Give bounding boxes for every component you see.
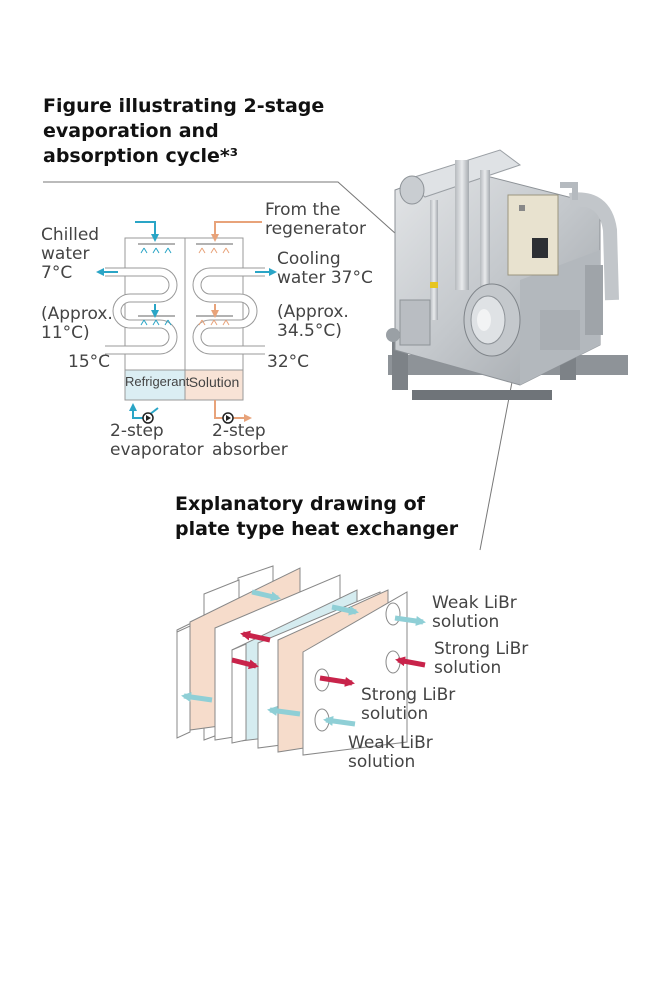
weak-libr-in-label: Weak LiBr solution bbox=[348, 734, 433, 772]
strong-libr-in-line-2: solution bbox=[434, 658, 502, 678]
absorber-line-2: absorber bbox=[212, 440, 288, 460]
evaporator-line-2: evaporator bbox=[110, 440, 204, 460]
strong-libr-out-line-1: Strong LiBr bbox=[361, 685, 456, 705]
exchanger-flow-arrows bbox=[181, 589, 426, 727]
chilled-approx-label: (Approx. 11°C) bbox=[41, 305, 113, 343]
chilled-approx-line-1: (Approx. bbox=[41, 304, 113, 324]
weak-libr-out-label: Weak LiBr solution bbox=[432, 594, 517, 632]
absorber-label: 2-step absorber bbox=[212, 422, 288, 460]
cycle-title-line-3: absorption cycle*³ bbox=[43, 145, 239, 167]
weak-libr-out-line-2: solution bbox=[432, 612, 500, 632]
chilled-water-line-1: Chilled bbox=[41, 225, 100, 245]
regenerator-label: From the regenerator bbox=[265, 201, 366, 239]
absorption-chiller-illustration bbox=[386, 149, 628, 400]
two-stage-cycle-schematic bbox=[96, 221, 277, 424]
cooling-in-temp: 32°C bbox=[267, 352, 310, 372]
exchanger-title-line-1: Explanatory drawing of bbox=[175, 493, 425, 515]
solution-label: Solution bbox=[188, 374, 240, 390]
cycle-figure-title: Figure illustrating 2-stage evaporation … bbox=[43, 94, 324, 169]
strong-libr-out-line-2: solution bbox=[361, 704, 429, 724]
weak-libr-in-line-1: Weak LiBr bbox=[348, 733, 433, 753]
weak-libr-out-line-1: Weak LiBr bbox=[432, 593, 517, 613]
chilled-in-temp: 15°C bbox=[68, 352, 111, 372]
chilled-approx-line-2: 11°C) bbox=[41, 323, 90, 343]
chilled-water-label: Chilled water 7°C bbox=[41, 226, 99, 283]
absorber-line-1: 2-step bbox=[212, 421, 266, 441]
cooling-approx-line-1: (Approx. bbox=[277, 302, 349, 322]
evaporator-line-1: 2-step bbox=[110, 421, 164, 441]
plate-heat-exchanger-drawing bbox=[176, 565, 408, 756]
chilled-water-line-2: water bbox=[41, 244, 90, 264]
cooling-water-line-1: Cooling bbox=[277, 249, 341, 269]
cycle-title-line-1: Figure illustrating 2-stage bbox=[43, 95, 325, 117]
cooling-water-line-2: water 37°C bbox=[277, 268, 373, 288]
chilled-water-out-temp: 7°C bbox=[41, 263, 73, 283]
regenerator-line-2: regenerator bbox=[265, 219, 367, 239]
exchanger-title-line-2: plate type heat exchanger bbox=[175, 518, 459, 540]
cycle-title-line-2: evaporation and bbox=[43, 120, 219, 142]
strong-libr-out-label: Strong LiBr solution bbox=[361, 686, 455, 724]
weak-libr-in-line-2: solution bbox=[348, 752, 416, 772]
strong-libr-in-label: Strong LiBr solution bbox=[434, 640, 528, 678]
cooling-approx-line-2: 34.5°C) bbox=[277, 321, 342, 341]
exchanger-figure-title: Explanatory drawing of plate type heat e… bbox=[175, 492, 458, 542]
regenerator-line-1: From the bbox=[265, 200, 341, 220]
strong-libr-in-line-1: Strong LiBr bbox=[434, 639, 529, 659]
cooling-approx-label: (Approx. 34.5°C) bbox=[277, 303, 349, 341]
evaporator-label: 2-step evaporator bbox=[110, 422, 204, 460]
cooling-water-label: Cooling water 37°C bbox=[277, 250, 373, 288]
refrigerant-label: Refrigerant bbox=[125, 374, 190, 389]
